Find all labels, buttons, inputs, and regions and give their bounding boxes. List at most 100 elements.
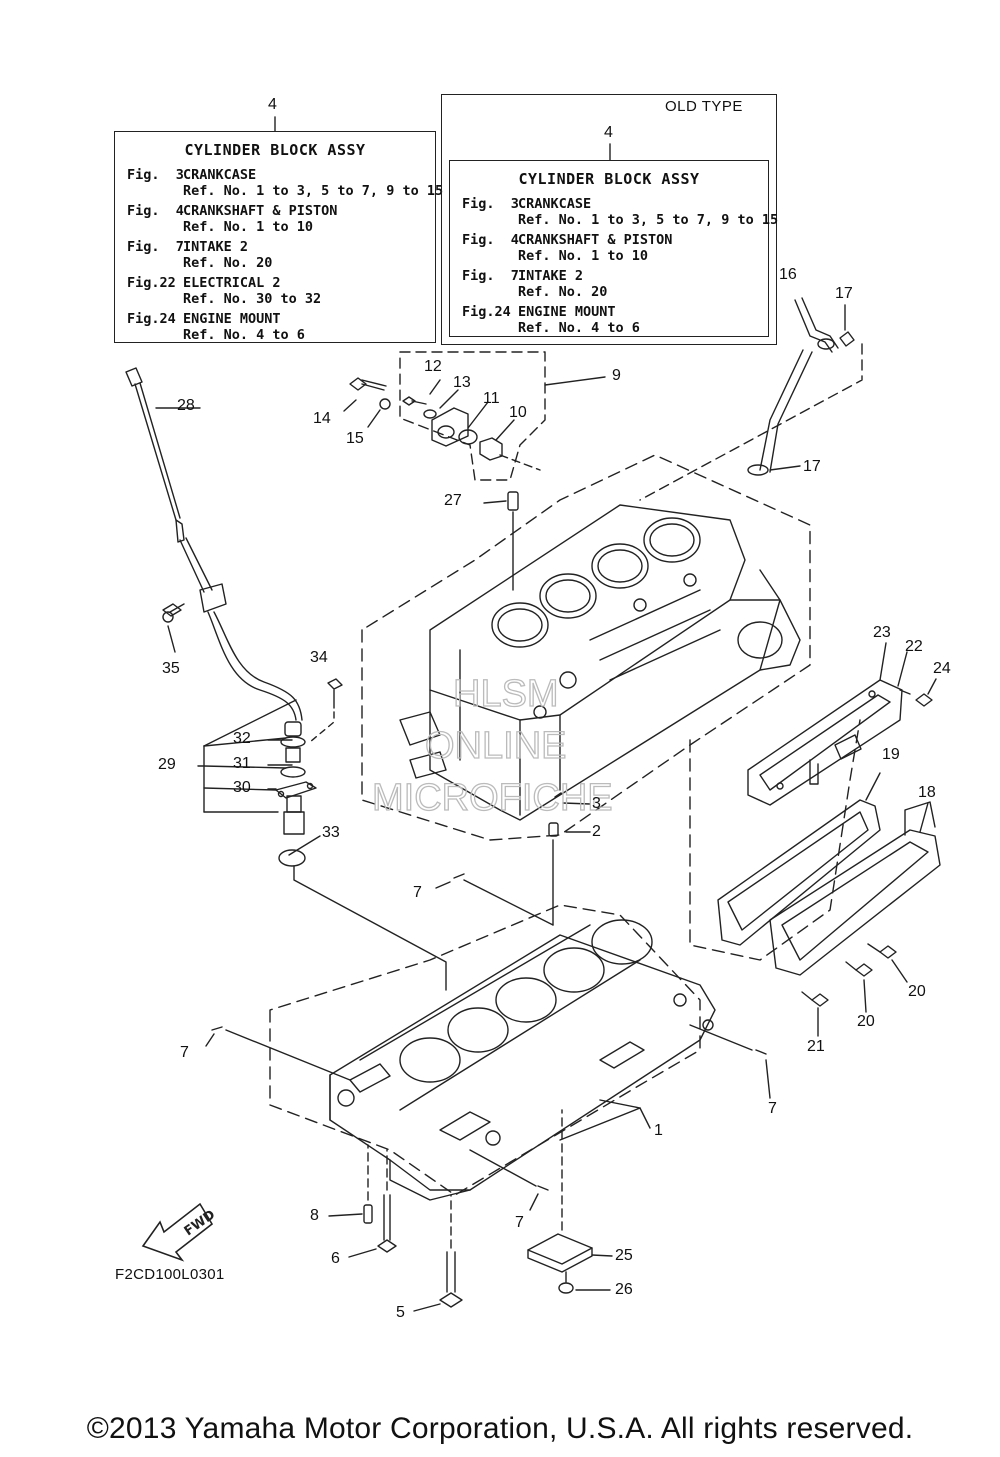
callout-7-a: 7 — [413, 884, 422, 901]
washer-15 — [379, 398, 391, 410]
clip-17-upper — [839, 331, 855, 347]
dipstick-28 — [125, 367, 303, 721]
callout-15: 15 — [346, 430, 364, 447]
copyright-notice: ©2013 Yamaha Motor Corporation, U.S.A. A… — [86, 1412, 914, 1445]
callout-2: 2 — [592, 823, 601, 840]
callout-20-a: 20 — [908, 983, 926, 1000]
box-title: CYLINDER BLOCK ASSY — [184, 141, 366, 159]
watermark: HLSM ONLINE MICROFICHE — [371, 672, 613, 819]
clip-17-lower — [747, 464, 769, 476]
bolt-6 — [377, 1194, 397, 1253]
svg-text:ONLINE: ONLINE — [425, 725, 566, 767]
callout-31: 31 — [233, 755, 251, 772]
cover-23 — [747, 679, 903, 806]
callout-4-old: 4 — [604, 124, 613, 141]
callout-3: 3 — [592, 795, 601, 812]
fwd-arrow: FWD — [141, 1202, 218, 1262]
dowel-27 — [507, 491, 519, 511]
bolt-14 — [349, 377, 387, 391]
bolt-20-b — [845, 961, 873, 977]
old-type-frame — [441, 94, 777, 345]
housing-12 — [431, 407, 469, 447]
callout-34: 34 — [310, 649, 328, 666]
pin-3 — [554, 792, 562, 798]
callout-21: 21 — [807, 1038, 825, 1055]
callout-20-b: 20 — [857, 1013, 875, 1030]
callout-10: 10 — [509, 404, 527, 421]
callout-33: 33 — [322, 824, 340, 841]
pin-7-c — [755, 1049, 767, 1055]
callout-18: 18 — [918, 784, 936, 801]
bolt-20-a — [867, 943, 897, 959]
part-12 — [402, 396, 427, 406]
callout-30: 30 — [233, 779, 251, 796]
callout-1: 1 — [654, 1122, 663, 1139]
seal-11 — [458, 429, 478, 445]
callout-23: 23 — [873, 624, 891, 641]
callout-12: 12 — [424, 358, 442, 375]
callout-7-b: 7 — [180, 1044, 189, 1061]
o-ring-33 — [278, 849, 306, 867]
pin-7-d — [537, 1185, 549, 1191]
callout-22: 22 — [905, 638, 923, 655]
bolt-24 — [899, 689, 933, 707]
callout-29: 29 — [158, 756, 176, 773]
guide-assembly-29 — [275, 721, 317, 835]
pin-7-a — [453, 873, 465, 879]
callout-8: 8 — [310, 1207, 319, 1224]
gasket-19 — [717, 799, 881, 946]
callout-5: 5 — [396, 1304, 405, 1321]
svg-text:MICROFICHE: MICROFICHE — [372, 777, 613, 819]
callout-14: 14 — [313, 410, 331, 427]
bolt-5 — [439, 1251, 463, 1308]
screw-34 — [327, 678, 343, 709]
callout-25: 25 — [615, 1247, 633, 1264]
crankcase-1 — [329, 919, 716, 1201]
callout-26: 26 — [615, 1281, 633, 1298]
callout-27: 27 — [444, 492, 462, 509]
bushing-10 — [479, 437, 503, 461]
pin-7-b — [211, 1026, 223, 1031]
svg-text:HLSM: HLSM — [453, 673, 559, 715]
dowel-2 — [548, 822, 559, 837]
screw-26 — [558, 1271, 574, 1294]
plate-18 — [769, 801, 941, 976]
callout-7-c: 7 — [768, 1100, 777, 1117]
callout-24: 24 — [933, 660, 951, 677]
callout-16: 16 — [779, 266, 797, 283]
callout-32: 32 — [233, 730, 251, 747]
callout-7-d: 7 — [515, 1214, 524, 1231]
callout-4: 4 — [268, 96, 277, 113]
callout-6: 6 — [331, 1250, 340, 1267]
bracket-25 — [527, 1233, 593, 1273]
callout-13: 13 — [453, 374, 471, 391]
old-type-label: OLD TYPE — [665, 98, 743, 115]
washer-13 — [423, 409, 437, 419]
bolt-21 — [801, 991, 829, 1007]
hose-16 — [759, 297, 839, 473]
callout-19: 19 — [882, 746, 900, 763]
callout-9: 9 — [612, 367, 621, 384]
pin-8 — [363, 1204, 373, 1224]
callout-35: 35 — [162, 660, 180, 677]
diagram-code: F2CD100L0301 — [115, 1266, 225, 1283]
cylinder-block — [399, 504, 801, 821]
callout-11: 11 — [483, 390, 500, 407]
callout-28: 28 — [177, 397, 195, 414]
box-title: CYLINDER BLOCK ASSY — [518, 170, 700, 188]
callout-17-upper: 17 — [835, 285, 853, 302]
bolt-35 — [162, 603, 185, 623]
